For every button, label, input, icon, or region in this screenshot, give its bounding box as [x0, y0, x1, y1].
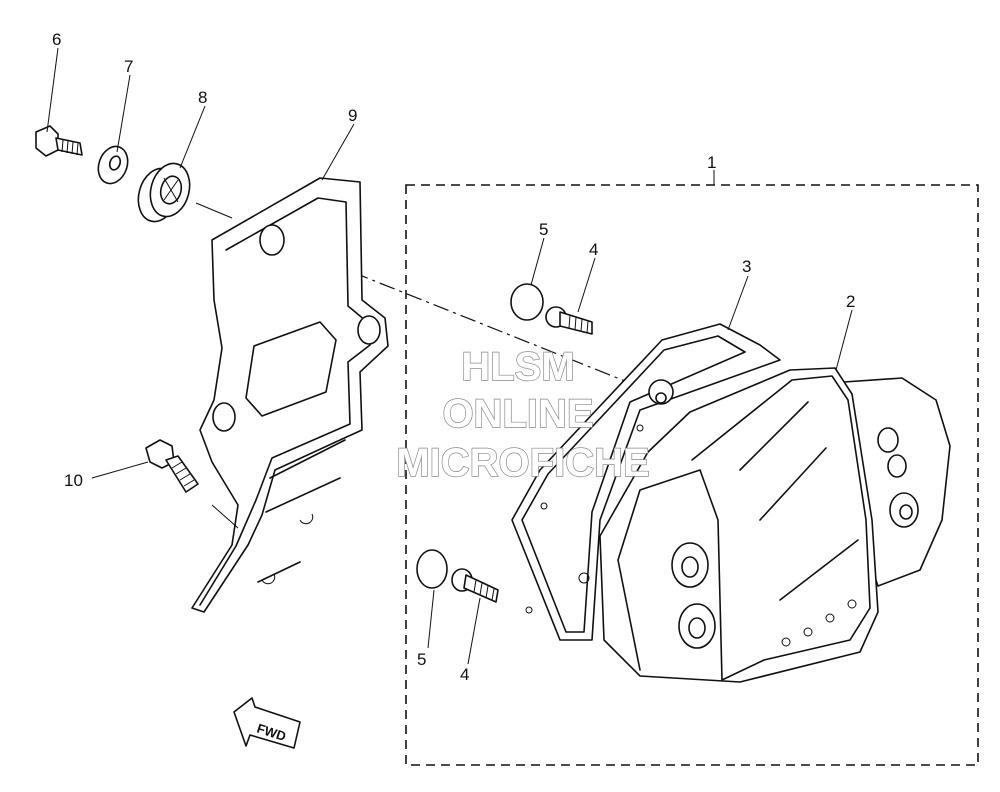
watermark-line-1: HLSM [461, 345, 574, 389]
watermark-line-3: MICROFICHE [396, 441, 649, 485]
cover-frame-3 [511, 323, 781, 641]
assembly-dashed-box [405, 184, 979, 766]
grommet-8 [137, 162, 191, 223]
screw-4-lower [451, 568, 499, 603]
washer-7 [97, 145, 129, 185]
bolt-6 [35, 125, 83, 157]
main-cover-2 [578, 367, 951, 683]
callout-8: 8 [198, 88, 207, 107]
callout-1: 1 [707, 153, 716, 172]
cap-5-lower [416, 549, 448, 589]
callout-4-lower: 4 [460, 665, 469, 684]
screw-4-upper [545, 306, 593, 335]
forward-direction-arrow: FWD [233, 697, 301, 749]
callout-4-upper: 4 [589, 240, 598, 259]
bracket-9 [191, 177, 389, 613]
watermark-line-2: ONLINE [442, 392, 593, 436]
callout-3: 3 [742, 257, 751, 276]
bolt-10 [145, 439, 199, 493]
cap-5-upper [510, 283, 544, 321]
callout-10: 10 [64, 471, 83, 490]
callout-2: 2 [846, 292, 855, 311]
leader-lines [46, 47, 853, 665]
callout-7: 7 [124, 57, 133, 76]
callout-6: 6 [52, 30, 61, 49]
callout-5-lower: 5 [417, 650, 426, 669]
callout-9: 9 [348, 106, 357, 125]
callout-5-upper: 5 [539, 220, 548, 239]
